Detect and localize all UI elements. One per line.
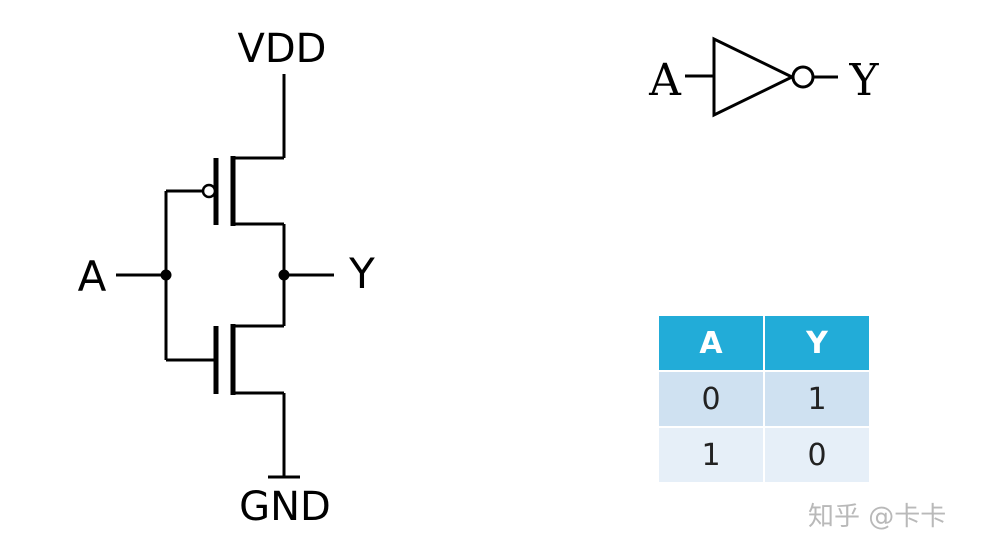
truth-table-header-row: A Y [657, 314, 871, 372]
cell-a: 1 [657, 426, 765, 484]
output-y-label: Y [348, 249, 375, 298]
gnd-label: GND [239, 484, 331, 530]
inversion-bubble [791, 65, 815, 89]
table-row: 0 1 [657, 370, 871, 428]
cell-a: 0 [657, 370, 765, 428]
output-junction-dot [278, 269, 290, 281]
gate-output-y-label: Y [848, 55, 879, 106]
vdd-label: VDD [238, 26, 327, 72]
pmos-gate-bubble [201, 183, 217, 199]
input-a-label: A [78, 252, 107, 301]
cmos-inverter-schematic: VDD GND A Y [78, 26, 376, 530]
nmos-transistor [166, 324, 284, 395]
watermark: 知乎 @卡卡 [808, 502, 947, 532]
cell-y: 0 [763, 426, 871, 484]
not-gate-symbol: A Y [648, 36, 879, 118]
buffer-triangle [712, 36, 796, 118]
truth-table: A Y 0 1 1 0 [657, 314, 871, 484]
cell-y: 1 [763, 370, 871, 428]
header-a: A [657, 314, 765, 372]
header-y: Y [763, 314, 871, 372]
gate-input-a-label: A [648, 55, 682, 106]
table-row: 1 0 [657, 426, 871, 484]
input-junction-dot [160, 269, 172, 281]
pmos-transistor [166, 156, 284, 226]
